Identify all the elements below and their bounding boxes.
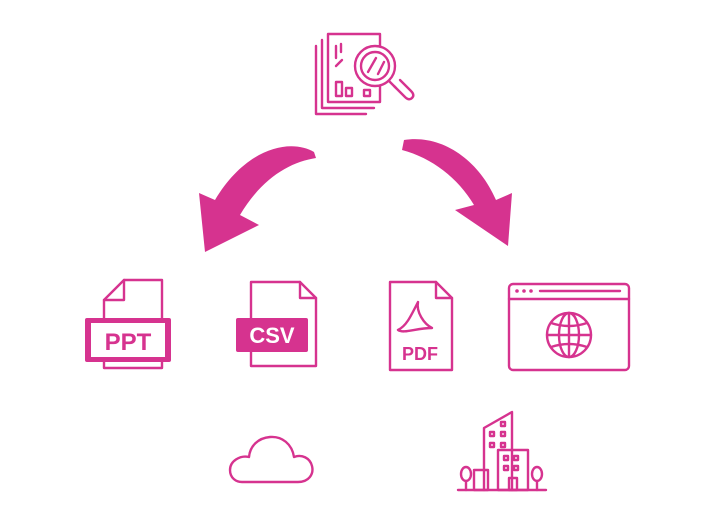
arrow-left: [199, 146, 316, 252]
pdf-label: PDF: [402, 344, 438, 364]
office-building-icon: [456, 410, 548, 492]
cloud-icon: [228, 435, 314, 484]
ppt-label: PPT: [105, 329, 152, 356]
web-browser-icon: [507, 282, 631, 372]
pdf-file-icon: PDF: [388, 280, 454, 372]
ppt-file-icon: PPT: [85, 278, 171, 370]
csv-file-icon: CSV: [236, 280, 318, 368]
csv-label: CSV: [249, 323, 295, 348]
globe-icon: [545, 311, 593, 359]
document-analysis-icon: [314, 32, 415, 116]
arrow-right: [402, 139, 512, 246]
